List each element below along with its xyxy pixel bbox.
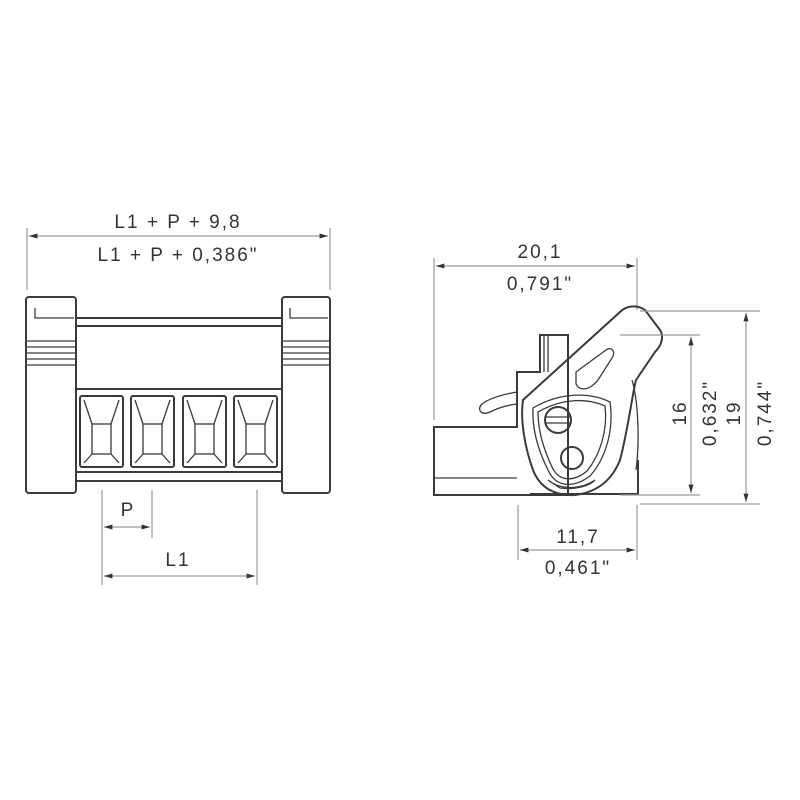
pitch-label: P [121, 500, 136, 521]
height-inner-metric: 16 [670, 400, 691, 425]
pole-4 [233, 395, 278, 468]
wire-entry [560, 446, 584, 470]
pole-3 [182, 395, 227, 468]
height-outer-metric: 19 [724, 400, 745, 425]
front-view: L1 + P + 9,8 L1 + P + 0,386" [25, 212, 331, 585]
depth-imperial: 0,791" [507, 274, 573, 295]
height-outer-imperial: 0,744" [755, 380, 776, 446]
side-view: 20,1 0,791" 16 0,632" 19 0,744" [433, 242, 776, 579]
connector-housing [433, 334, 569, 496]
overall-width-imperial: L1 + P + 0,386" [97, 245, 258, 266]
depth-metric: 20,1 [518, 242, 563, 263]
overall-width-metric: L1 + P + 9,8 [114, 212, 241, 233]
pole-1 [79, 395, 124, 468]
base-depth-imperial: 0,461" [545, 558, 611, 579]
length-label: L1 [165, 550, 190, 571]
pole-2 [130, 395, 175, 468]
height-inner-imperial: 0,632" [700, 380, 721, 446]
base-depth-metric: 11,7 [556, 527, 600, 548]
clamp-lever [521, 305, 664, 497]
left-end-plate [25, 296, 77, 494]
release-slot [575, 348, 615, 390]
screw-head [544, 406, 572, 434]
latch [478, 391, 518, 414]
right-end-plate [281, 296, 331, 494]
